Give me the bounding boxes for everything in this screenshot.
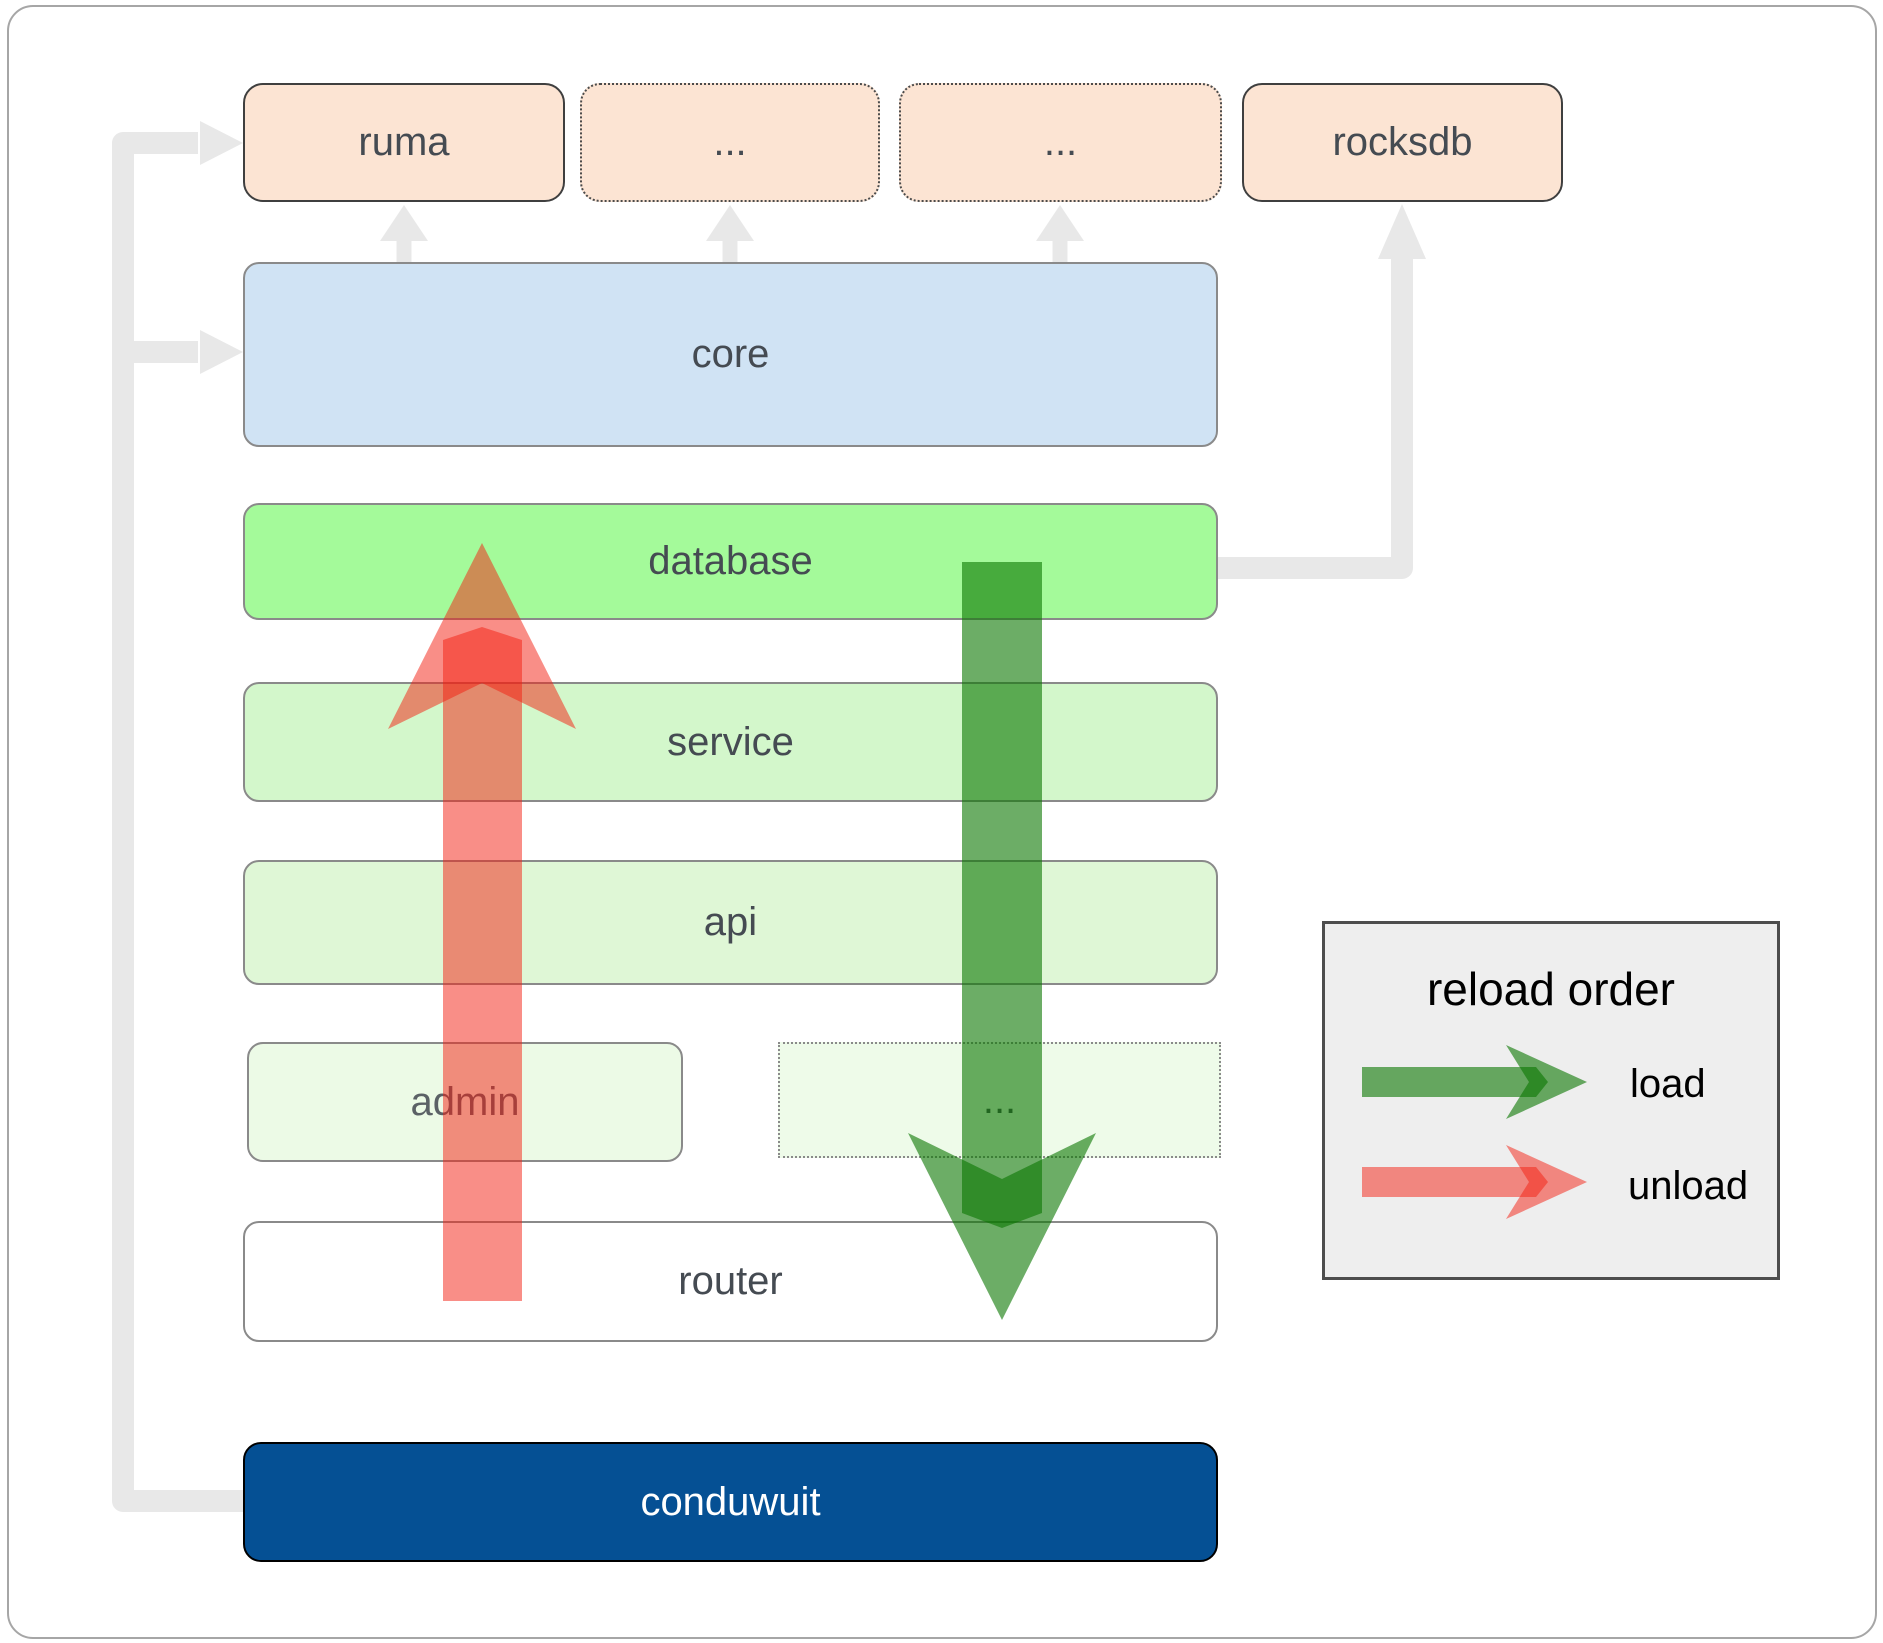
node-admin-label: admin <box>410 1079 520 1124</box>
node-rocksdb: rocksdb <box>1242 83 1563 202</box>
legend-title: reload order <box>1426 963 1676 1015</box>
node-ellipsis-2-label: ... <box>1043 120 1078 164</box>
node-ruma: ruma <box>243 83 565 202</box>
node-router-label: router <box>678 1259 783 1303</box>
node-service-label: service <box>667 719 794 764</box>
node-admin: admin <box>247 1042 683 1162</box>
node-ellipsis-1: ... <box>580 83 880 202</box>
arrowhead-into-core <box>200 330 243 374</box>
arrowhead-into-rocksdb <box>1378 204 1426 259</box>
node-ellipsis-1-label: ... <box>713 120 747 164</box>
arrowhead-core-to-ellipsis1 <box>706 205 754 241</box>
node-rocksdb-label: rocksdb <box>1332 120 1473 164</box>
node-database: database <box>243 503 1218 620</box>
node-ellipsis-3-label: ... <box>982 1077 1017 1122</box>
node-core: core <box>243 262 1218 447</box>
legend-unload-label: unload <box>1628 1164 1749 1208</box>
conduwuit-to-top-connector <box>112 132 243 1512</box>
node-ellipsis-3: ... <box>778 1042 1221 1158</box>
legend-box: reload order load unload <box>1322 921 1780 1280</box>
node-api: api <box>243 860 1218 985</box>
arrowhead-core-to-ruma <box>380 205 428 241</box>
node-router: router <box>243 1221 1218 1342</box>
arrowhead-into-ruma <box>200 121 243 165</box>
node-ruma-label: ruma <box>358 120 450 164</box>
node-core-label: core <box>691 332 770 376</box>
legend-load-label: load <box>1630 1062 1706 1106</box>
arrowhead-core-to-ellipsis2 <box>1036 205 1084 241</box>
database-to-rocksdb-connector <box>1218 257 1413 579</box>
node-ellipsis-2: ... <box>899 83 1222 202</box>
node-service: service <box>243 682 1218 802</box>
node-conduwuit: conduwuit <box>243 1442 1218 1562</box>
node-api-label: api <box>703 900 758 944</box>
node-conduwuit-label: conduwuit <box>640 1479 821 1524</box>
node-database-label: database <box>648 539 813 583</box>
diagram-outer-frame <box>7 5 1877 1639</box>
